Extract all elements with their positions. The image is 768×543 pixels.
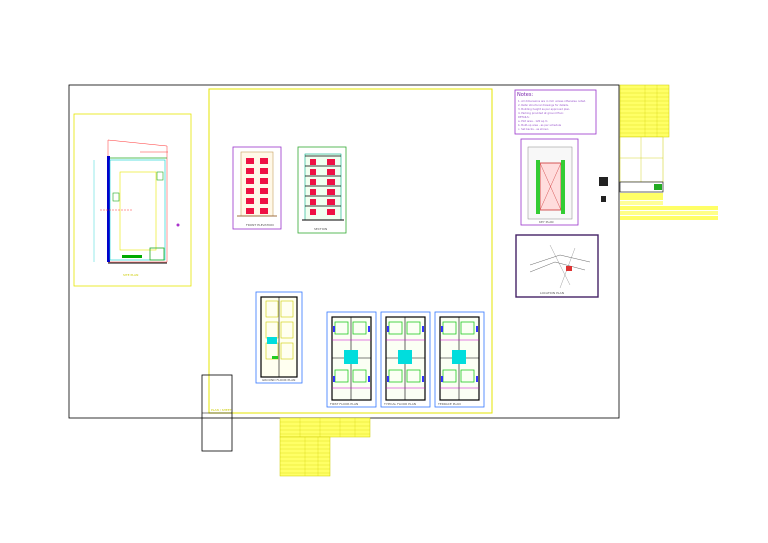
floor-plan: TYPICAL FLOOR PLAN [380,311,431,408]
front-elevation: FRONT ELEVATION [232,146,282,230]
section-window [310,159,316,165]
notes-line: c. Set backs - as shown [518,127,549,131]
window-marker [476,326,478,332]
front-elevation-caption: FRONT ELEVATION [246,223,274,227]
location-caption: LOCATION PLAN [540,291,564,295]
notes-line: 2. Refer structural drawings for details… [518,103,569,107]
section-window [327,209,335,215]
window-marker [476,376,478,382]
notes-box: Notes: 1. All dimensions are in mm unles… [514,89,597,135]
room [406,369,421,383]
section-window [310,189,316,195]
window-marker [387,376,389,382]
section-window [327,199,335,205]
ground-floor-caption: GROUND FLOOR PLAN [262,378,295,382]
elevation-window [246,188,254,194]
notes-title: Notes: [517,92,533,98]
floor-plan-frame [380,311,431,408]
floor-plan-caption: TERRACE PLAN [437,402,461,406]
floor-plan-caption: FIRST FLOOR PLAN [330,402,358,406]
room [406,321,421,335]
location-plan: LOCATION PLAN [515,234,599,298]
floor-plan: FIRST FLOOR PLAN [326,311,377,408]
notes-line: 3. Building height as per approved plan. [518,107,570,111]
room [352,369,367,383]
elevation-window [260,188,268,194]
section-window [327,169,335,175]
elevation-window [246,178,254,184]
floor-plan-caption: TYPICAL FLOOR PLAN [383,402,416,406]
notes-line: 1. All dimensions are in mm unless other… [518,99,586,103]
elevation-window [246,158,254,164]
window-marker [333,326,335,332]
window-marker [422,326,424,332]
window-marker [422,376,424,382]
scale-bar-icon [601,196,606,202]
drawing-frame [208,88,493,414]
key-plan-caption: KEY PLAN [539,220,554,224]
sheet-label: PLAN / SHEET [211,408,232,412]
room [352,321,367,335]
staircase [344,350,358,364]
elevation-window [260,168,268,174]
window-marker [441,376,443,382]
elevation-window [260,178,268,184]
window-marker [441,326,443,332]
elevation-window [260,158,268,164]
elevation-window [260,198,268,204]
window-marker [387,326,389,332]
room [460,321,475,335]
staircase [398,350,412,364]
notes-line: DETAILS: [518,115,530,119]
section-window [310,209,316,215]
floor-plan-frame [326,311,377,408]
floor-plans-group: FIRST FLOOR PLAN TYPICAL FLOOR PLAN TERRAC… [326,311,485,408]
staircase [452,350,466,364]
window-marker [368,376,370,382]
window-marker [333,376,335,382]
elevation-window [246,198,254,204]
ground-floor-plan: GROUND FLOOR PLAN [255,291,303,384]
room [460,369,475,383]
site-plan-caption: SITE PLAN [123,273,138,277]
area-schedule-table [619,84,718,220]
north-arrow-icon [599,177,608,186]
section-window [327,159,335,165]
section-window [327,189,335,195]
notes-line: 4. Parking provided at ground floor. [518,111,564,115]
section-caption: SECTION [314,227,327,231]
key-plan: KEY PLAN [520,138,579,226]
section-window [310,199,316,205]
floor-area-table [279,417,371,477]
elevation-window [246,168,254,174]
notes-line: a. Plot area - 120 sq.m [518,119,548,123]
site-plan: SITE PLAN [73,113,192,287]
section-window [310,169,316,175]
window-marker [368,326,370,332]
elevation-window [260,208,268,214]
elevation-window [246,208,254,214]
section-window [310,179,316,185]
notes-line: b. Built-up area - as per schedule [518,123,562,127]
floor-plan-frame [434,311,485,408]
section: SECTION [297,146,347,234]
section-window [327,179,335,185]
floor-plan: TERRACE PLAN [434,311,485,408]
